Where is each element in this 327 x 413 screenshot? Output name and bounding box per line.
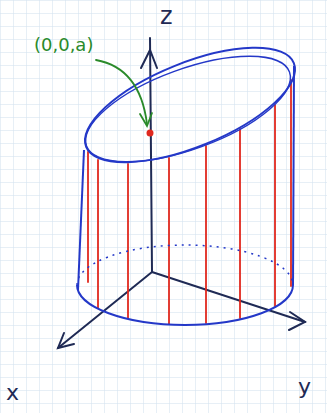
point-dot — [147, 130, 154, 137]
x-arrowhead — [58, 333, 74, 348]
z-arrowhead — [141, 50, 157, 68]
leader-arrow — [96, 60, 152, 126]
y-arrowhead — [289, 312, 305, 330]
z-axis — [150, 38, 152, 272]
x-axis — [58, 272, 152, 348]
axis-label: z — [160, 4, 173, 28]
axis-label: y — [298, 376, 311, 398]
axes — [58, 38, 305, 348]
cylinder-outline — [70, 24, 309, 325]
y-axis — [152, 272, 305, 322]
point-label: (0,0,a) — [34, 36, 93, 54]
axis-label: x — [6, 382, 19, 404]
